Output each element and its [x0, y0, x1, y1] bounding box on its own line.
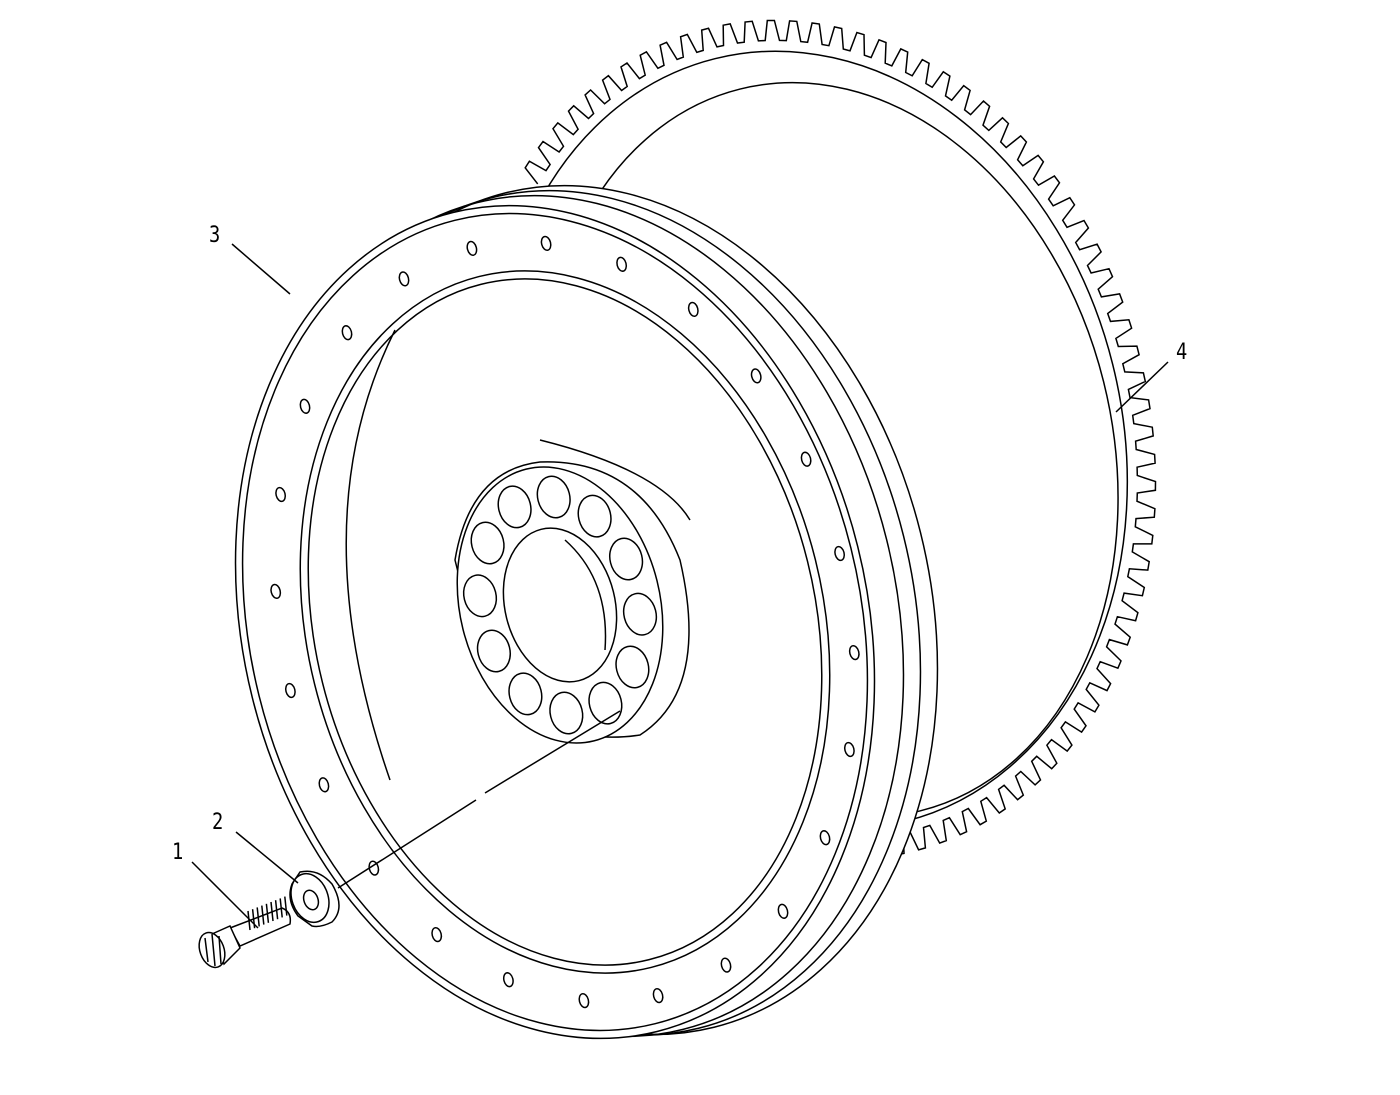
rim-bolt-hole	[819, 830, 831, 846]
rim-bolt-holes	[270, 235, 860, 1009]
thread-line	[274, 900, 279, 920]
flywheel-hub	[454, 461, 690, 744]
thread-line	[261, 905, 265, 925]
rim-bolt-hole	[341, 325, 353, 341]
rim-bolt-hole	[720, 957, 732, 973]
bolt-head-splines	[204, 933, 222, 967]
rim-bolt-hole	[275, 486, 287, 503]
rim-bolt-hole	[466, 240, 478, 257]
hub-bolt-hole	[549, 691, 584, 735]
flywheel-part	[234, 184, 939, 1040]
rim-bolt-hole	[270, 583, 282, 600]
bolt-shank	[228, 907, 292, 947]
rim-bolt-hole	[834, 545, 846, 562]
leader-line-4	[1115, 361, 1169, 413]
ring-gear-teeth	[524, 19, 1157, 861]
leader-line-2	[235, 831, 299, 884]
assembly-axis-line-2	[484, 710, 621, 794]
rim-bolt-hole	[687, 301, 699, 318]
rim-bolt-hole	[398, 271, 410, 287]
leader-line-3	[231, 243, 291, 295]
rim-bolt-hole	[652, 987, 664, 1004]
hub-bolt-hole	[577, 494, 612, 538]
exploded-fasteners	[198, 710, 621, 969]
rim-bolt-hole	[368, 860, 380, 876]
rim-bolt-hole	[848, 644, 860, 661]
flywheel-recess-arc	[539, 439, 691, 521]
thread-line	[284, 896, 288, 916]
rim-bolt-hole	[540, 235, 552, 252]
hub-bolt-hole	[476, 629, 511, 673]
rim-bolt-hole	[578, 992, 590, 1009]
thread-line	[270, 901, 274, 922]
thread-line	[279, 898, 283, 918]
thread-line	[247, 910, 251, 931]
bolt-thread	[247, 896, 288, 931]
rim-bolt-hole	[616, 256, 628, 272]
hub-bolt-holes	[462, 475, 658, 735]
rim-bolt-hole	[284, 682, 296, 699]
hub-bolt-hole	[462, 574, 498, 618]
hub-bolt-hole	[536, 475, 571, 519]
callout-3-label: 3	[209, 223, 221, 248]
leader-line-1	[191, 861, 259, 929]
rim-bolt-hole	[431, 926, 443, 943]
callout-leader-lines	[191, 243, 1169, 929]
hub-bolt-hole	[609, 537, 644, 581]
rim-bolt-hole	[318, 777, 330, 793]
hub-bolt-hole	[508, 672, 543, 716]
flywheel-recess-shadow	[345, 329, 396, 781]
bolt-part	[198, 896, 292, 969]
washer-part	[289, 870, 340, 928]
flywheel-face-bevel	[241, 212, 869, 1032]
rim-bolt-hole	[502, 972, 514, 988]
thread-line	[265, 903, 270, 923]
thread-line	[256, 907, 260, 927]
hub-bolt-hole	[470, 521, 505, 565]
hub-bolt-hole	[615, 645, 650, 689]
hub-bolt-hole	[588, 681, 623, 725]
hub-bolt-hole	[622, 592, 658, 636]
washer-hole	[302, 889, 320, 911]
callout-2-label: 2	[212, 810, 224, 835]
assembly-axis-line-1	[337, 799, 477, 889]
rim-bolt-hole	[800, 451, 812, 467]
rim-bolt-hole	[843, 741, 855, 758]
rim-bolt-hole	[750, 368, 762, 384]
rim-bolt-hole	[777, 903, 789, 919]
flywheel-bolt-circle-edge	[299, 270, 831, 974]
callout-1-label: 1	[172, 840, 184, 865]
callout-4-label: 4	[1176, 340, 1188, 365]
rim-bolt-hole	[299, 398, 311, 414]
hub-bolt-hole	[497, 485, 532, 529]
hub-bore-depth	[564, 539, 607, 651]
flywheel-inner-recess	[307, 278, 823, 966]
